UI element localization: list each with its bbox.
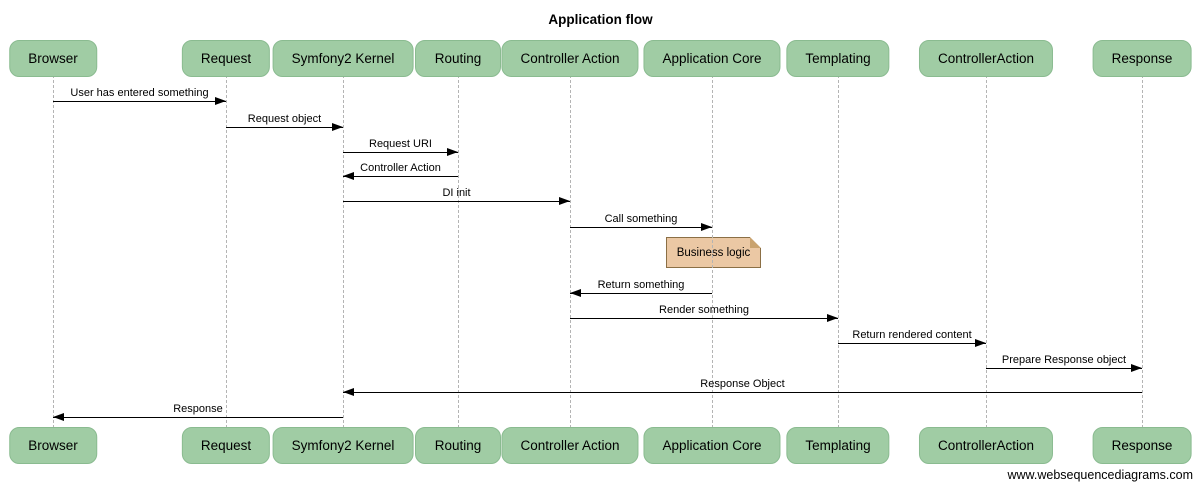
actor-box-top: Templating <box>786 40 890 77</box>
lifeline <box>53 75 54 428</box>
arrowhead-icon <box>701 223 712 231</box>
footer-watermark: www.websequencediagrams.com <box>1007 468 1193 482</box>
message-line <box>570 293 712 294</box>
actor-box-top: ControllerAction <box>918 40 1054 77</box>
lifeline <box>226 75 227 428</box>
actor-box-bottom: Request <box>181 427 271 464</box>
actor-box-bottom: Symfony2 Kernel <box>272 427 414 464</box>
arrowhead-icon <box>215 97 226 105</box>
lifeline <box>1142 75 1143 428</box>
actor-box-top: Controller Action <box>501 40 639 77</box>
message-line <box>838 343 986 344</box>
message-label: Controller Action <box>360 162 441 174</box>
message-label: DI init <box>442 187 471 199</box>
actor-box-top: Response <box>1092 40 1192 77</box>
message-label: Prepare Response object <box>1001 354 1127 366</box>
actor-box-top: Request <box>181 40 271 77</box>
diagram-title: Application flow <box>548 12 653 27</box>
message-line <box>53 417 343 418</box>
arrowhead-icon <box>559 197 570 205</box>
message-line <box>343 152 458 153</box>
note-label: Business logic <box>676 246 751 259</box>
lifeline <box>570 75 571 428</box>
message-line <box>570 318 838 319</box>
arrowhead-icon <box>332 123 343 131</box>
actor-box-bottom: Application Core <box>643 427 781 464</box>
arrowhead-icon <box>343 388 354 396</box>
actor-box-bottom: Browser <box>9 427 97 464</box>
actor-box-bottom: Response <box>1092 427 1192 464</box>
message-label: Response <box>173 403 223 415</box>
message-label: Call something <box>604 213 678 225</box>
actor-box-top: Application Core <box>643 40 781 77</box>
lifeline <box>986 75 987 428</box>
message-line <box>343 176 458 177</box>
actor-box-bottom: Routing <box>415 427 501 464</box>
arrowhead-icon <box>827 314 838 322</box>
message-line <box>226 127 343 128</box>
business-logic-note: Business logic <box>666 237 761 268</box>
arrowhead-icon <box>447 148 458 156</box>
message-label: Request URI <box>369 138 432 150</box>
message-label: Request object <box>247 113 322 125</box>
message-label: Return something <box>597 279 685 291</box>
actor-box-top: Browser <box>9 40 97 77</box>
arrowhead-icon <box>570 289 581 297</box>
message-line <box>986 368 1142 369</box>
actor-box-bottom: Templating <box>786 427 890 464</box>
message-line <box>343 392 1142 393</box>
lifeline <box>838 75 839 428</box>
message-label: User has entered something <box>70 87 209 99</box>
arrowhead-icon <box>1131 364 1142 372</box>
actor-box-top: Symfony2 Kernel <box>272 40 414 77</box>
lifeline <box>343 75 344 428</box>
message-label: Response Object <box>700 378 785 390</box>
message-label: Render something <box>659 304 749 316</box>
arrowhead-icon <box>975 339 986 347</box>
lifeline <box>458 75 459 428</box>
actor-box-bottom: Controller Action <box>501 427 639 464</box>
message-label: Return rendered content <box>852 329 972 341</box>
lifeline <box>712 75 713 428</box>
actor-box-bottom: ControllerAction <box>918 427 1054 464</box>
message-line <box>53 101 226 102</box>
actor-box-top: Routing <box>415 40 501 77</box>
arrowhead-icon <box>343 172 354 180</box>
message-line <box>343 201 570 202</box>
arrowhead-icon <box>53 413 64 421</box>
message-line <box>570 227 712 228</box>
